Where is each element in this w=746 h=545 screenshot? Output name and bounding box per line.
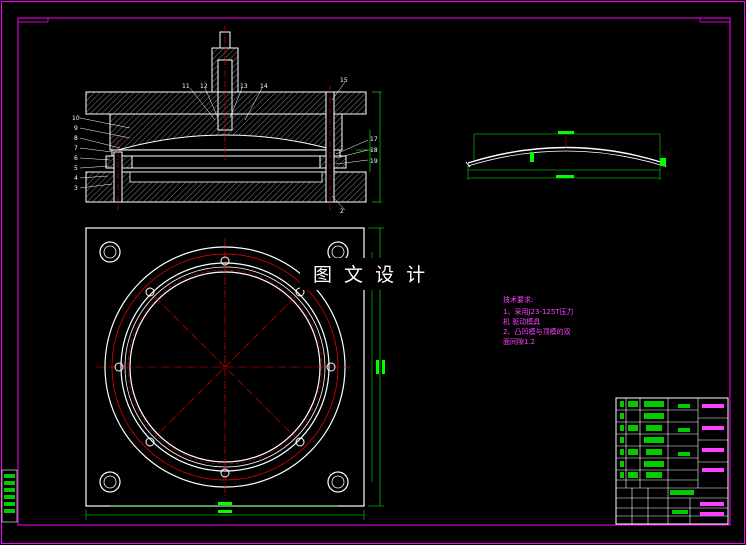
top-left-tab bbox=[17, 17, 49, 23]
tech-req-line-1: 1、采用J23-125T压力 bbox=[503, 307, 574, 316]
part-number-6: 6 bbox=[74, 155, 78, 162]
tech-req-title: 技术要求: bbox=[503, 295, 533, 304]
part-number-10: 10 bbox=[72, 115, 80, 122]
top-right-tab bbox=[699, 17, 731, 23]
part-number-2: 2 bbox=[340, 208, 344, 215]
upper-die-plate bbox=[85, 91, 367, 115]
part-number-18: 18 bbox=[370, 147, 378, 154]
product-part-view bbox=[465, 131, 667, 180]
part-number-15: 15 bbox=[340, 77, 348, 84]
watermark-text: 图 文 设 计 bbox=[313, 264, 428, 286]
tech-req-line-2: 机 驱动模具 bbox=[503, 317, 540, 326]
part-number-19: 19 bbox=[370, 158, 378, 165]
part-number-5: 5 bbox=[74, 165, 78, 172]
part-number-14: 14 bbox=[260, 83, 268, 90]
part-number-9: 9 bbox=[74, 125, 78, 132]
corner-hole-br bbox=[327, 471, 349, 493]
part-number-3: 3 bbox=[74, 185, 78, 192]
tech-req-line-4: 面间隙1.2 bbox=[503, 337, 535, 346]
title-block bbox=[615, 397, 729, 525]
title-block-fills bbox=[620, 401, 694, 514]
technical-requirements: 技术要求: 1、采用J23-125T压力 机 驱动模具 2、凸凹模与顶模的双 面… bbox=[503, 295, 574, 346]
dome-cavity bbox=[117, 134, 335, 151]
title-block-magenta bbox=[700, 404, 724, 516]
part-number-7: 7 bbox=[74, 145, 78, 152]
front-section-view: 10 9 8 7 6 5 4 3 11 12 13 14 15 17 18 19… bbox=[72, 26, 382, 215]
dome-part bbox=[467, 146, 665, 164]
part-number-13: 13 bbox=[240, 83, 248, 90]
tech-req-line-3: 2、凸凹模与顶模的双 bbox=[503, 327, 570, 336]
part-number-17: 17 bbox=[370, 136, 378, 143]
part-number-4: 4 bbox=[74, 175, 78, 182]
part-number-8: 8 bbox=[74, 135, 78, 142]
side-strip bbox=[1, 469, 18, 523]
corner-hole-tl bbox=[99, 241, 121, 263]
part-number-11: 11 bbox=[182, 83, 190, 90]
watermark-backdrop bbox=[300, 258, 450, 290]
inner-border bbox=[17, 17, 731, 526]
corner-hole-bl bbox=[99, 471, 121, 493]
blank-sheet bbox=[111, 149, 341, 157]
part-number-12: 12 bbox=[200, 83, 208, 90]
